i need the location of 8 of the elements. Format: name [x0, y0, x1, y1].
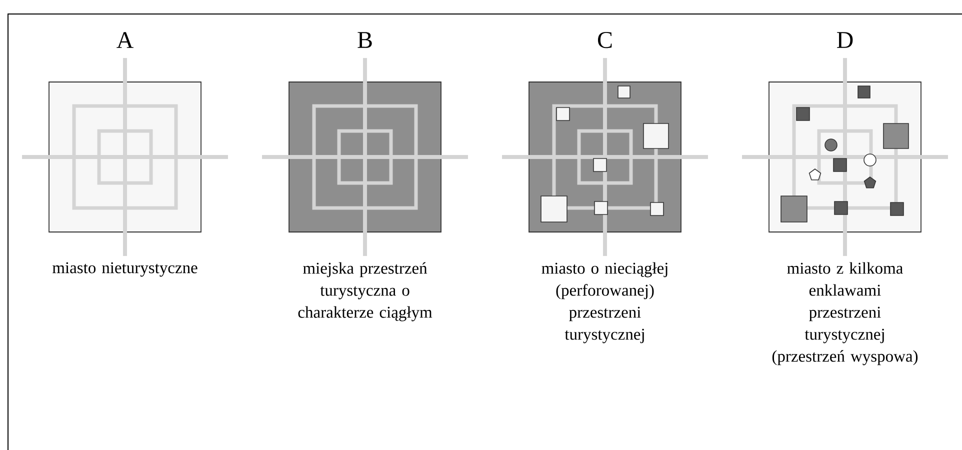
- caption: miasto nieturystyczne: [52, 262, 198, 277]
- panel-letter: C: [598, 32, 612, 48]
- panel-letter: B: [358, 32, 372, 48]
- caption: miasto z kilkoma enklawami przestrzeni turystycznej (przestrzeń wyspowa): [772, 262, 918, 366]
- caption: miejska przestrzeń turystyczna o charakterze ciągłym: [298, 262, 432, 322]
- panel-letter: D: [837, 32, 853, 48]
- caption: miasto o nieciągłej (perforowanej) przestrzeni turystycznej: [542, 262, 668, 344]
- panel-letter: A: [116, 32, 134, 48]
